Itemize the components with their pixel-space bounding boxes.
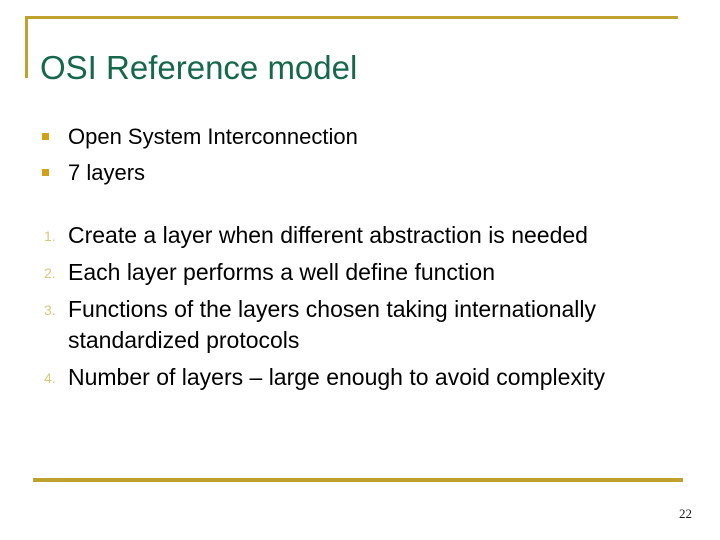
list-spacer — [0, 192, 720, 220]
list-item-number: 1. — [44, 228, 56, 244]
list-item-label: Each layer performs a well define functi… — [68, 259, 495, 285]
list-item-label: Open System Interconnection — [68, 124, 358, 149]
list-item: 3. Functions of the layers chosen taking… — [0, 294, 720, 356]
title-frame-top-rule — [25, 16, 678, 19]
list-item-label: Functions of the layers chosen taking in… — [68, 296, 597, 353]
title-frame-left-rule — [25, 16, 28, 78]
square-bullet-list: Open System Interconnection 7 layers — [0, 120, 720, 189]
square-bullet-icon — [42, 169, 49, 176]
list-item-number: 4. — [44, 370, 56, 386]
list-item: 4. Number of layers – large enough to av… — [0, 362, 720, 393]
list-item-label: 7 layers — [68, 160, 146, 185]
numbered-list: 1. Create a layer when different abstrac… — [0, 220, 720, 393]
square-bullet-icon — [42, 133, 49, 140]
list-item-label: Number of layers – large enough to avoid… — [68, 364, 605, 390]
list-item-number: 3. — [44, 302, 56, 318]
list-item: 1. Create a layer when different abstrac… — [0, 220, 720, 251]
list-item-number: 2. — [44, 265, 56, 281]
list-item: 7 layers — [0, 156, 720, 189]
list-item-label: Create a layer when different abstractio… — [68, 222, 588, 248]
list-item: 2. Each layer performs a well define fun… — [0, 257, 720, 288]
page-title: OSI Reference model — [40, 49, 358, 87]
slide-body: Open System Interconnection 7 layers 1. … — [0, 120, 720, 399]
footer-rule — [33, 478, 683, 482]
page-number: 22 — [679, 506, 692, 521]
list-item: Open System Interconnection — [0, 120, 720, 153]
